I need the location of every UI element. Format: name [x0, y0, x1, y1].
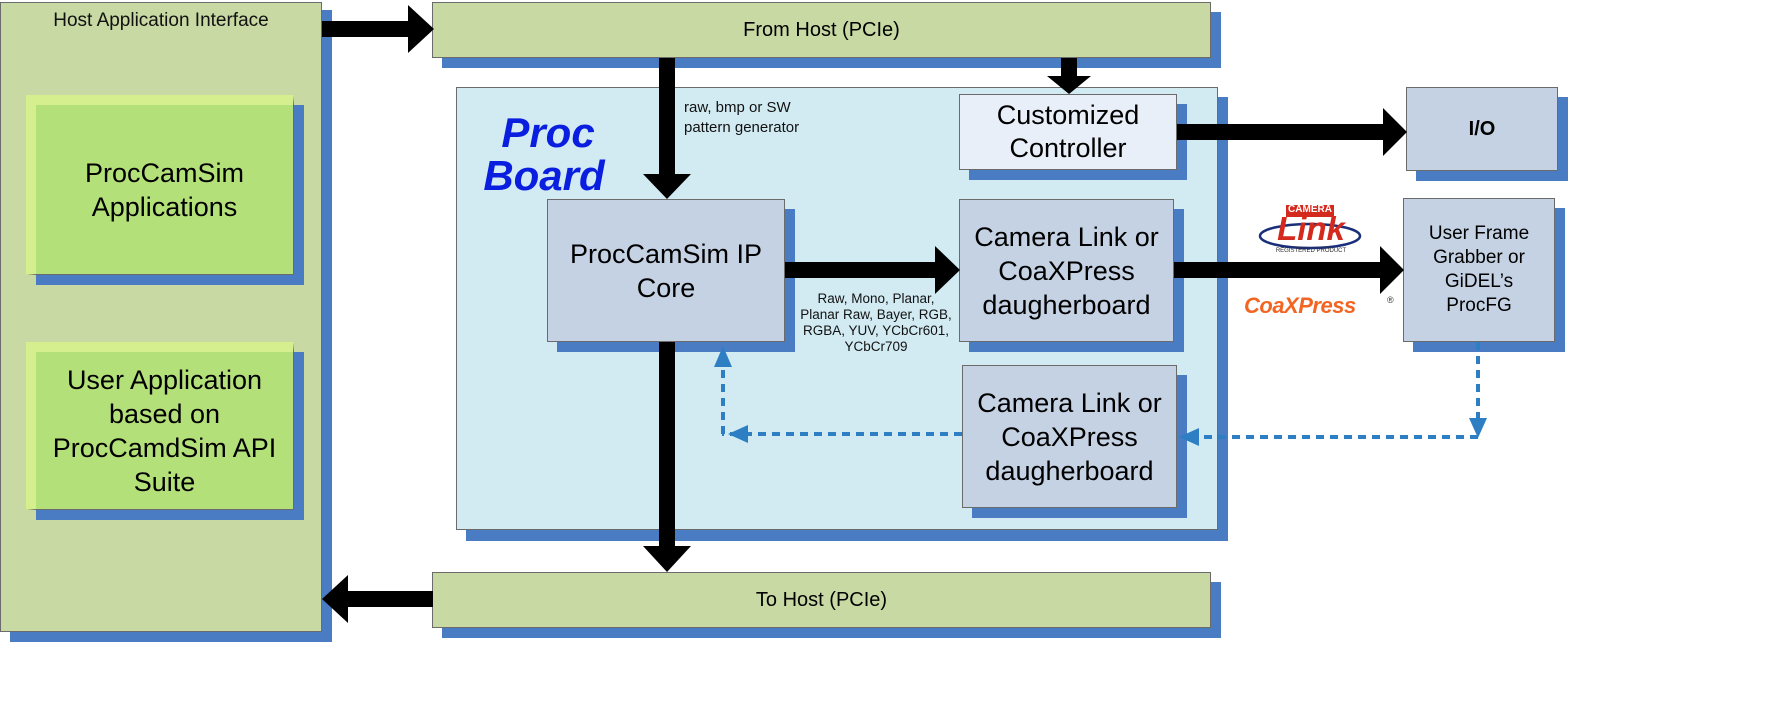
host-panel-title: Host Application Interface — [53, 10, 269, 31]
camera-link-logo-main: Link — [1277, 210, 1345, 247]
camera-link-logo-small: REGISTERED PRODUCT — [1275, 248, 1347, 254]
camera-link-logo-top: CAMERA — [1288, 204, 1332, 215]
coaxpress-logo-reg: ® — [1387, 295, 1394, 305]
customized-controller-box: Customized Controller — [959, 94, 1177, 170]
pixel-formats-note: Raw, Mono, Planar, Planar Raw, Bayer, RG… — [800, 291, 952, 354]
arrow-controller-to-io — [1177, 108, 1407, 156]
dashed-arrow-return-to-daughterboard — [1179, 428, 1478, 446]
from-host-bus: From Host (PCIe) — [432, 2, 1211, 58]
arrow-frombus-to-ipcore — [643, 58, 691, 199]
dashed-arrow-daughterboard-to-ipcore — [714, 346, 962, 443]
arrow-ipcore-to-daughterboard — [785, 246, 960, 294]
frame-grabber-box: User Frame Grabber or GiDEL’s ProcFG — [1403, 198, 1555, 342]
proc-board-title-line1: Proc — [501, 109, 595, 156]
arrow-host-to-frombus — [322, 5, 434, 53]
camera-link-logo: CAMERA Link REGISTERED PRODUCT — [1256, 200, 1366, 260]
user-application-box: User Application based on ProcCamdSim AP… — [26, 342, 294, 510]
coaxpress-logo: CoaXPress — [1244, 293, 1356, 318]
dashed-arrow-grabber-down — [1469, 342, 1487, 438]
arrow-ipcore-to-tohost — [643, 342, 691, 572]
proc-board-title-line2: Board — [483, 152, 605, 199]
io-box: I/O — [1406, 87, 1558, 171]
daughterboard-top-box: Camera Link or CoaXPress daugherboard — [959, 199, 1174, 342]
arrow-frombus-to-controller — [1047, 58, 1091, 94]
to-host-bus: To Host (PCIe) — [432, 572, 1211, 628]
arrow-tohost-to-host — [322, 575, 433, 623]
proccamsim-applications-box: ProcCamSim Applications — [26, 95, 294, 275]
arrow-daughterboard-to-grabber — [1174, 246, 1404, 294]
proccamsim-ip-core-box: ProcCamSim IP Core — [547, 199, 785, 342]
daughterboard-bottom-box: Camera Link or CoaXPress daugherboard — [962, 365, 1177, 508]
pattern-generator-note: raw, bmp or SW pattern generator — [684, 99, 800, 136]
